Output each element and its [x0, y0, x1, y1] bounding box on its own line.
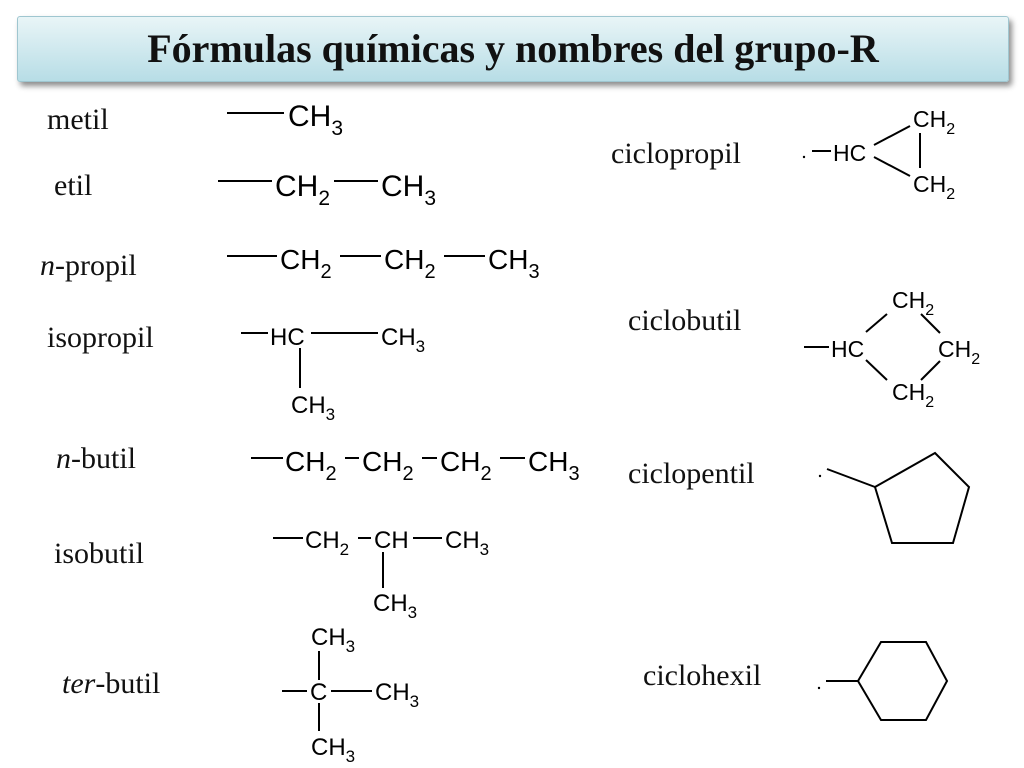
label-isobutil: isobutil	[54, 537, 145, 570]
label-n-butil-suffix: -butil	[71, 442, 136, 475]
label-n-propil: n-propil	[40, 249, 137, 283]
atom-ch: CH3	[288, 100, 343, 140]
atom-c: C	[310, 679, 327, 706]
bond	[826, 468, 876, 488]
atom-ch3: CH3	[373, 590, 417, 622]
atom-ch2: CH2	[892, 379, 934, 411]
pentagon-ring	[873, 451, 971, 544]
label-isopropil: isopropil	[47, 321, 154, 354]
formula-n-propil: CH2 CH2 CH3	[227, 244, 540, 283]
formula-ciclohexil	[817, 641, 949, 721]
label-metil: metil	[47, 103, 109, 136]
atom-ch2: CH2	[362, 446, 414, 485]
atom-ch2: CH2	[913, 171, 955, 203]
atom-ch3: CH3	[311, 624, 355, 656]
atom-hc: HC	[833, 140, 866, 166]
label-etil: etil	[54, 169, 93, 202]
formula-isobutil: CH2 CH CH3 CH3	[273, 527, 489, 622]
formula-etil: CH2 CH3	[218, 170, 436, 210]
label-ter-butil-suffix: -butil	[95, 667, 161, 700]
atom-ch3: CH3	[311, 734, 355, 766]
atom-ch3: CH3	[445, 527, 489, 559]
hexagon-ring	[856, 641, 949, 721]
attachment-dot	[817, 686, 821, 690]
label-n-propil-prefix: n	[40, 249, 55, 282]
label-ciclobutil: ciclobutil	[628, 304, 742, 337]
atom-ch2: CH2	[275, 170, 330, 210]
formula-ciclobutil: HC CH2 CH2 CH2	[804, 287, 980, 411]
bond	[873, 156, 911, 177]
atom-ch3: CH3	[528, 446, 580, 485]
attachment-dot	[818, 474, 822, 478]
atom-ch2: CH2	[384, 244, 436, 283]
attachment-dot	[802, 155, 806, 159]
label-n-propil-suffix: -propil	[55, 249, 137, 282]
atom-ch2: CH2	[285, 446, 337, 485]
label-n-butil: n-butil	[56, 442, 136, 476]
atom-ch2: CH2	[280, 244, 332, 283]
bond	[920, 360, 941, 381]
formula-n-butil: CH2 CH2 CH2 CH3	[251, 446, 580, 485]
label-ter-butil: ter-butil	[62, 667, 160, 701]
bond	[873, 125, 911, 146]
label-ciclopropil: ciclopropil	[611, 137, 741, 170]
formula-isopropil: HC CH3 CH3	[241, 324, 425, 424]
atom-ch3: CH3	[488, 244, 540, 283]
label-n-butil-prefix: n	[56, 442, 71, 475]
bond	[865, 359, 888, 381]
title-banner: Fórmulas químicas y nombres del grupo-R	[17, 16, 1009, 82]
page-title: Fórmulas químicas y nombres del grupo-R	[147, 26, 879, 71]
atom-ch: CH	[374, 527, 409, 554]
atom-hc: HC	[831, 336, 864, 362]
formula-ciclopropil: HC CH2 CH2	[802, 106, 955, 203]
atom-ch3: CH3	[381, 324, 425, 356]
label-ciclohexil: ciclohexil	[643, 659, 762, 692]
atom-ch3: CH3	[375, 679, 419, 711]
atom-hc: HC	[270, 324, 305, 351]
atom-ch3: CH3	[381, 170, 436, 210]
atom-ch2: CH2	[938, 336, 980, 368]
atom-ch2: CH2	[305, 527, 349, 559]
atom-ch2: CH2	[913, 106, 955, 138]
label-ter-butil-prefix: ter	[62, 667, 96, 700]
atom-ch2: CH2	[440, 446, 492, 485]
label-ciclopentil: ciclopentil	[628, 457, 755, 490]
bond	[865, 313, 888, 333]
formula-ciclopentil	[818, 451, 971, 544]
atom-ch3: CH3	[291, 392, 335, 424]
atom-ch2: CH2	[892, 287, 934, 319]
formula-metil: CH3	[227, 100, 343, 140]
bond	[920, 313, 941, 334]
formula-ter-butil: CH3 C CH3 CH3	[282, 624, 419, 766]
